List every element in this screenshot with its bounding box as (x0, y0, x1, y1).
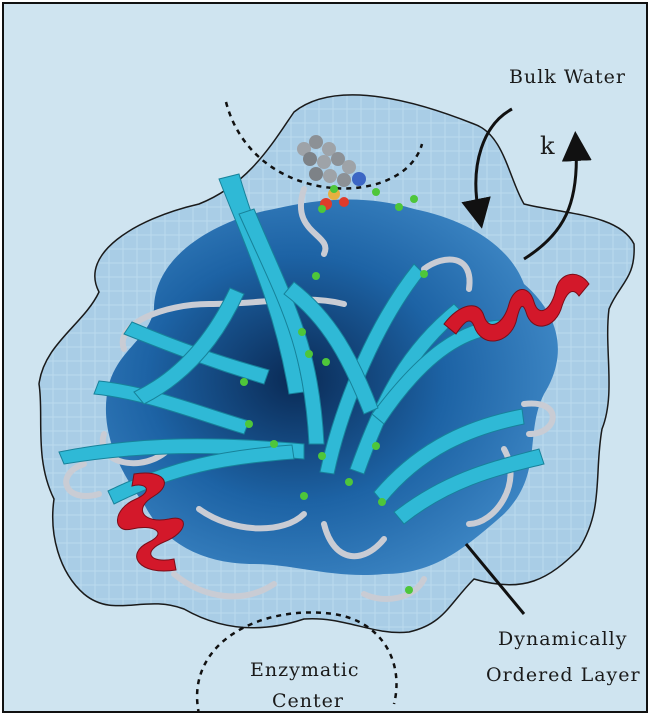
protein-diagram (4, 4, 648, 713)
rate-constant-label: k (540, 132, 556, 160)
enzymatic-center-label-line2: Center (272, 690, 344, 712)
bulk-water-label: Bulk Water (509, 66, 626, 88)
ordered-layer-label-line2: Ordered Layer (486, 664, 641, 686)
enzymatic-center-label-line1: Enzymatic (250, 659, 360, 681)
ordered-layer-label-line1: Dynamically (498, 628, 627, 650)
